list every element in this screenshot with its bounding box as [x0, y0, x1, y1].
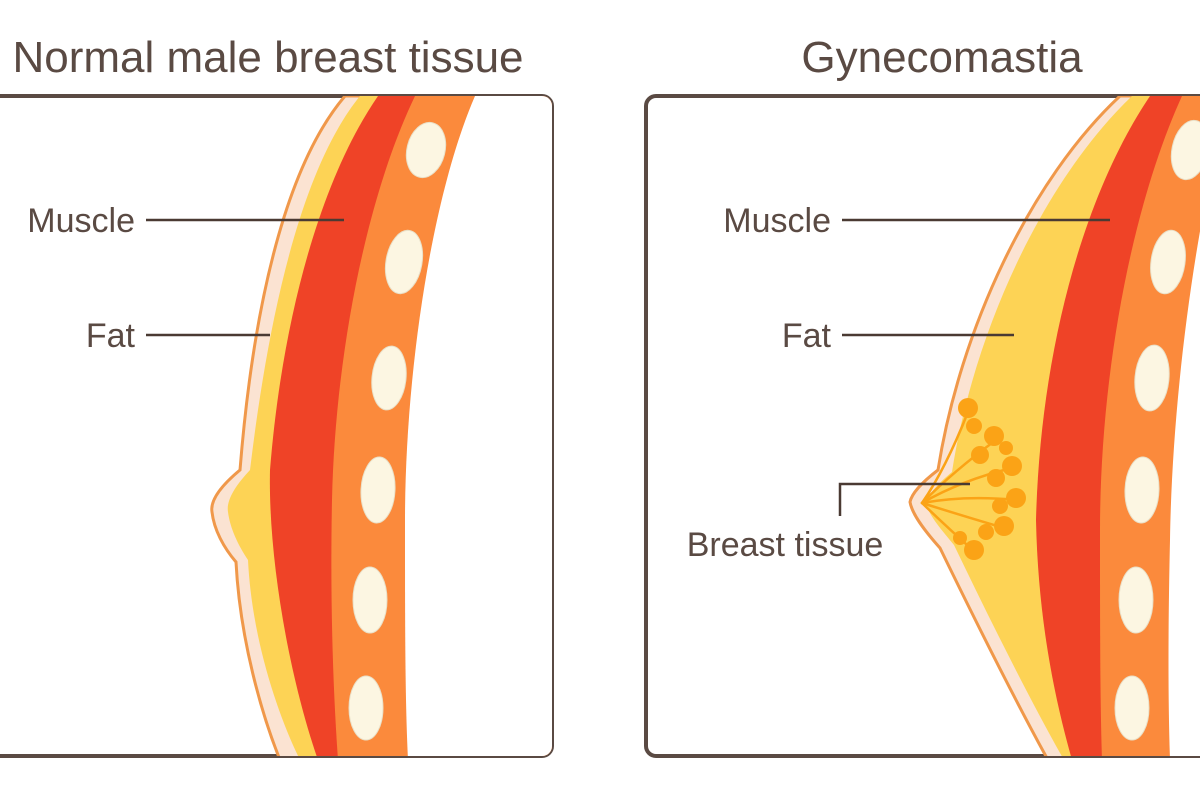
- lobule: [999, 441, 1013, 455]
- lobule: [971, 446, 989, 464]
- label-fat-normal: Fat: [86, 317, 136, 355]
- lobule: [964, 540, 984, 560]
- lobule: [1002, 456, 1022, 476]
- lobule: [992, 498, 1008, 514]
- lobule: [953, 531, 967, 545]
- lobule: [994, 516, 1014, 536]
- rib-6: [1115, 676, 1149, 740]
- lobule: [984, 426, 1004, 446]
- label-muscle-normal: Muscle: [27, 202, 135, 240]
- lobule: [958, 398, 978, 418]
- panel-title-gynecomastia: Gynecomastia: [801, 33, 1083, 82]
- rib-5: [353, 567, 387, 633]
- label-breast-tissue: Breast tissue: [687, 526, 884, 564]
- lobule: [1006, 488, 1026, 508]
- panel-gynecomastia: Gynecomastia: [646, 33, 1200, 760]
- lobule: [978, 524, 994, 540]
- lobule: [966, 418, 982, 434]
- label-muscle-gynecomastia: Muscle: [723, 202, 831, 240]
- panel-title-normal: Normal male breast tissue: [12, 33, 523, 82]
- rib-5: [1119, 567, 1153, 633]
- lobule: [987, 469, 1005, 487]
- label-fat-gynecomastia: Fat: [782, 317, 832, 355]
- panel-normal: Normal male breast tissue Muscle Fat: [0, 33, 560, 760]
- rib-6: [349, 676, 383, 740]
